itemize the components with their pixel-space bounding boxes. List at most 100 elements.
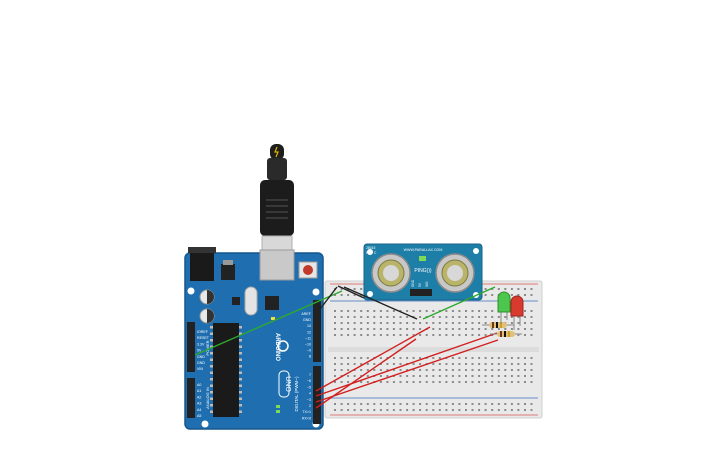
breadboard-hole[interactable] — [478, 369, 481, 371]
analog-header[interactable] — [187, 378, 195, 418]
breadboard-hole[interactable] — [366, 409, 369, 411]
breadboard-hole[interactable] — [524, 369, 526, 371]
breadboard-hole[interactable] — [412, 328, 415, 330]
breadboard-hole[interactable] — [465, 310, 467, 312]
breadboard-hole[interactable] — [451, 403, 454, 405]
breadboard-hole[interactable] — [412, 403, 415, 405]
breadboard-hole[interactable] — [484, 375, 487, 377]
breadboard-hole[interactable] — [412, 363, 415, 365]
breadboard-hole[interactable] — [340, 310, 343, 312]
wire-red-2[interactable] — [315, 332, 498, 397]
breadboard-hole[interactable] — [379, 381, 382, 383]
breadboard-hole[interactable] — [458, 375, 461, 377]
breadboard-hole[interactable] — [340, 369, 343, 371]
breadboard-hole[interactable] — [419, 310, 422, 312]
breadboard-hole[interactable] — [517, 369, 520, 371]
breadboard-hole[interactable] — [524, 403, 526, 405]
breadboard-hole[interactable] — [471, 403, 474, 405]
breadboard-hole[interactable] — [510, 363, 513, 365]
breadboard-hole[interactable] — [504, 357, 507, 359]
breadboard-hole[interactable] — [497, 328, 500, 330]
breadboard-hole[interactable] — [451, 310, 454, 312]
breadboard-hole[interactable] — [510, 316, 513, 318]
breadboard-hole[interactable] — [399, 381, 402, 383]
breadboard-hole[interactable] — [432, 322, 435, 324]
breadboard-hole[interactable] — [432, 369, 435, 371]
breadboard-hole[interactable] — [517, 363, 520, 365]
breadboard-hole[interactable] — [399, 363, 402, 365]
breadboard-hole[interactable] — [353, 403, 356, 405]
leds[interactable] — [497, 291, 524, 330]
breadboard-hole[interactable] — [392, 409, 395, 411]
breadboard-hole[interactable] — [471, 310, 474, 312]
breadboard-hole[interactable] — [478, 403, 481, 405]
breadboard-hole[interactable] — [530, 357, 533, 359]
breadboard-hole[interactable] — [517, 328, 520, 330]
breadboard-hole[interactable] — [406, 310, 409, 312]
breadboard-hole[interactable] — [406, 409, 409, 411]
breadboard-hole[interactable] — [406, 334, 409, 336]
breadboard-hole[interactable] — [353, 334, 356, 336]
breadboard-hole[interactable] — [510, 369, 513, 371]
breadboard-hole[interactable] — [399, 328, 402, 330]
breadboard-hole[interactable] — [406, 322, 409, 324]
breadboard-hole[interactable] — [451, 322, 454, 324]
breadboard-hole[interactable] — [497, 316, 500, 318]
breadboard-hole[interactable] — [432, 328, 435, 330]
breadboard-hole[interactable] — [406, 381, 409, 383]
wire-black-top[interactable] — [337, 285, 365, 299]
breadboard-hole[interactable] — [386, 369, 389, 371]
breadboard-hole[interactable] — [379, 322, 382, 324]
breadboard-hole[interactable] — [465, 369, 467, 371]
breadboard-hole[interactable] — [386, 334, 389, 336]
breadboard-hole[interactable] — [340, 409, 343, 411]
breadboard-hole[interactable] — [347, 294, 350, 296]
breadboard-hole[interactable] — [491, 310, 494, 312]
breadboard-hole[interactable] — [353, 328, 356, 330]
breadboard-hole[interactable] — [406, 375, 409, 377]
breadboard-hole[interactable] — [340, 322, 343, 324]
breadboard-hole[interactable] — [458, 381, 461, 383]
breadboard-hole[interactable] — [366, 316, 369, 318]
breadboard-hole[interactable] — [510, 375, 513, 377]
breadboard-hole[interactable] — [425, 381, 428, 383]
breadboard-hole[interactable] — [504, 288, 507, 290]
breadboard-hole[interactable] — [392, 381, 395, 383]
breadboard-hole[interactable] — [491, 409, 494, 411]
breadboard-hole[interactable] — [497, 381, 500, 383]
breadboard-hole[interactable] — [379, 310, 382, 312]
breadboard-hole[interactable] — [425, 322, 428, 324]
breadboard-hole[interactable] — [438, 375, 441, 377]
breadboard-hole[interactable] — [412, 375, 415, 377]
breadboard-hole[interactable] — [465, 322, 467, 324]
breadboard-hole[interactable] — [425, 375, 428, 377]
breadboard-hole[interactable] — [347, 369, 350, 371]
breadboard-hole[interactable] — [425, 369, 428, 371]
breadboard-hole[interactable] — [524, 288, 526, 290]
breadboard-hole[interactable] — [412, 310, 415, 312]
breadboard-hole[interactable] — [484, 363, 487, 365]
breadboard-hole[interactable] — [471, 334, 474, 336]
breadboard-hole[interactable] — [497, 375, 500, 377]
breadboard-hole[interactable] — [510, 322, 513, 324]
breadboard-hole[interactable] — [524, 294, 526, 296]
breadboard-hole[interactable] — [458, 310, 461, 312]
breadboard-hole[interactable] — [504, 403, 507, 405]
ping-ultrasonic-sensor[interactable]: WWW.PARALLAX.COM 28015 REV C PING))) GND… — [363, 243, 483, 301]
breadboard-hole[interactable] — [524, 322, 526, 324]
sensor-pin-header[interactable] — [410, 289, 432, 296]
breadboard-hole[interactable] — [334, 369, 336, 371]
breadboard-hole[interactable] — [386, 316, 389, 318]
green-led[interactable] — [497, 291, 511, 313]
breadboard-hole[interactable] — [366, 375, 369, 377]
breadboard-hole[interactable] — [399, 369, 402, 371]
breadboard-hole[interactable] — [465, 334, 467, 336]
breadboard-hole[interactable] — [471, 369, 474, 371]
breadboard-hole[interactable] — [530, 328, 533, 330]
breadboard-hole[interactable] — [484, 310, 487, 312]
breadboard-hole[interactable] — [334, 375, 336, 377]
breadboard-hole[interactable] — [524, 409, 526, 411]
breadboard-hole[interactable] — [445, 334, 448, 336]
breadboard-hole[interactable] — [360, 381, 363, 383]
breadboard-hole[interactable] — [478, 409, 481, 411]
